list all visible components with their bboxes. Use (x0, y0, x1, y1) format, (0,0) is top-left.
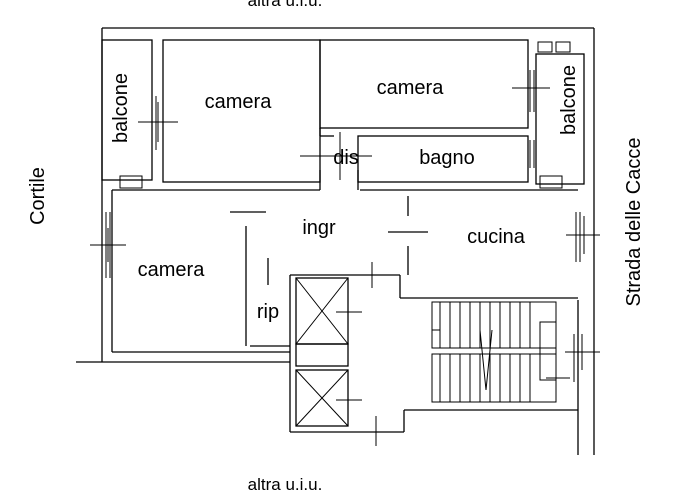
room-label-camera-top-left: camera (205, 91, 273, 113)
room-label-balcone-left: balcone (110, 73, 132, 143)
light-points (90, 70, 600, 446)
room-label-rip: rip (257, 301, 279, 323)
interior-walls (101, 39, 585, 347)
labels: altra u.i.u. altra u.i.u. Cortile Strada… (27, 0, 645, 491)
room-label-cucina: cucina (467, 226, 526, 248)
top-neighbor-label: altra u.i.u. (248, 0, 323, 10)
left-side-label: Cortile (27, 167, 49, 225)
room-label-camera-left: camera (138, 259, 206, 281)
room-label-balcone-right: balcone (558, 65, 580, 135)
room-label-dis: dis (333, 147, 359, 169)
room-label-camera-top-right: camera (377, 77, 445, 99)
windows (105, 70, 581, 382)
room-label-ingr: ingr (302, 217, 336, 239)
room-label-bagno: bagno (419, 147, 475, 169)
bottom-neighbor-label: altra u.i.u. (248, 475, 323, 491)
right-side-label: Strada delle Cacce (623, 138, 645, 307)
staircase (431, 301, 557, 403)
lift-shafts (295, 277, 362, 427)
